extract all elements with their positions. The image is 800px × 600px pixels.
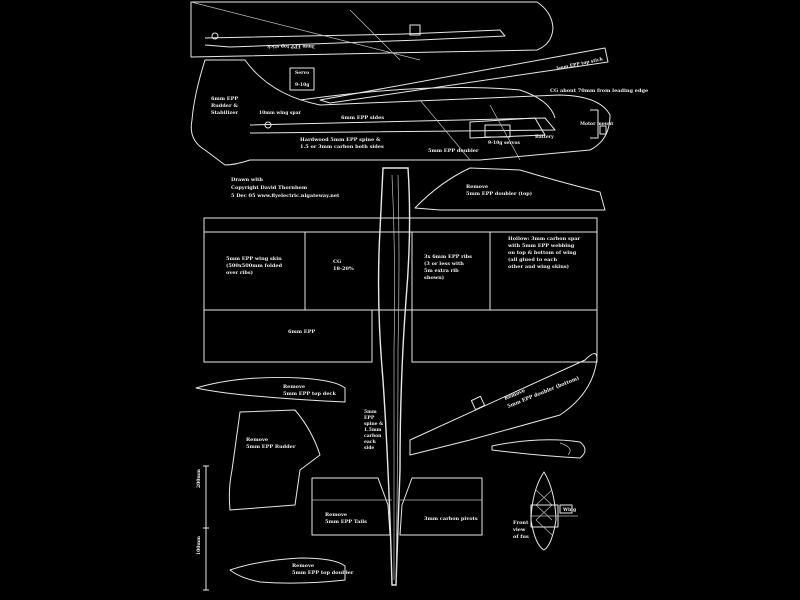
spine-note-6: side — [364, 445, 374, 451]
top-deck-line-2: 5mm EPP top deck — [283, 391, 336, 397]
credit-line-1: Drawn with — [231, 177, 263, 183]
spine-note-1: EPP — [364, 415, 375, 421]
wing-mid-2: (3 or less with — [424, 260, 464, 267]
tail-left-line-2: 5mm EPP Tails — [325, 519, 367, 525]
spine-note: 5mm EPP spine & 1.5mm carbon each side — [364, 409, 383, 451]
bottom-doubler-line-2: 5mm EPP top doubler — [292, 570, 354, 576]
tailplane-right: 3mm carbon pivots — [399, 477, 483, 536]
rudder-label-3: Stabilizer — [211, 110, 238, 116]
spine-note-2: spine & — [364, 421, 383, 427]
servos-label: 9-10g servos — [488, 140, 520, 146]
credit-block: Drawn with Copyright David Thornhem 5 De… — [231, 177, 340, 199]
small-stick-piece — [491, 439, 586, 459]
wing-right-4: (all glued to each — [508, 256, 557, 263]
doubler-top-piece: Remove 5mm EPP doubler (top) — [414, 167, 606, 211]
fuselage-side-view: 6mm EPP Rudder & Stabilizer Servo 9-10g … — [190, 59, 648, 166]
rudder-line-2: 5mm EPP Rudder — [246, 444, 296, 450]
credit-line-2: Copyright David Thornhem — [231, 185, 308, 191]
spine-note-3: 1.5mm — [364, 427, 382, 433]
wing-mid-3: 5m extra rib — [424, 268, 459, 274]
wing-cg-2: 18-20% — [333, 266, 354, 272]
wing-spar-label: 10mm wing spar — [259, 110, 302, 116]
wing-planform: 5mm EPP wing skin (500x500mm folded over… — [203, 217, 598, 363]
wing-bottom-label: 6mm EPP — [288, 329, 315, 335]
spine-note-5: each — [364, 439, 377, 445]
front-view-line-2: view — [512, 527, 526, 533]
hardwood-line-1: Hardwood 5mm EPP spine & — [300, 137, 381, 143]
battery-label: Battery — [535, 134, 554, 140]
scale-bottom-label: 100mm — [196, 536, 202, 555]
wing-left-3: over ribs) — [226, 269, 253, 276]
front-view-line-1: Front — [513, 520, 529, 526]
tailplane-left: Remove 5mm EPP Tails — [311, 477, 392, 536]
motor-mount-label: Motor mount — [580, 121, 614, 127]
wing-left-2: (500x500mm folded — [226, 262, 283, 269]
servo-box-label: Servo — [295, 70, 309, 76]
spine-note-0: 5mm — [364, 409, 377, 415]
rudder-label-2: Rudder & — [211, 103, 238, 109]
doubler-top-line-1: Remove — [466, 184, 488, 190]
front-view: Wing Front view of fus — [512, 471, 578, 551]
wing-tag-label: Wing — [562, 507, 577, 513]
fuselage-spine-top-view: 5mm EPP spine & 1.5mm carbon each side — [364, 167, 411, 586]
hardwood-line-2: 1.5 or 3mm carbon both sides — [300, 144, 384, 150]
wing-right-2: with 5mm EPP webbing — [507, 243, 575, 249]
bottom-doubler-line-1: Remove — [292, 563, 314, 569]
top-deck-line-1: Remove — [283, 384, 305, 390]
spine-note-4: carbon — [364, 433, 382, 439]
doubler-bottom-piece: Remove 5mm EPP doubler (bottom) — [409, 353, 598, 456]
doubler-label: 5mm EPP doubler — [428, 148, 479, 154]
wing-mid-4: shown) — [424, 274, 444, 281]
tail-right-label: 3mm carbon pivots — [424, 516, 478, 522]
rudder-label-1: 6mm EPP — [211, 96, 238, 102]
wing-right-3: on top & bottom of wing — [508, 250, 577, 256]
rudder-line-1: Remove — [246, 437, 268, 443]
doubler-top-line-2: 5mm EPP doubler (top) — [466, 190, 532, 197]
servo-box-sub: 9-10g — [295, 82, 310, 88]
wing-right-5: other and wing skins) — [508, 263, 569, 270]
bottom-doubler-piece: Remove 5mm EPP top doubler — [229, 557, 354, 584]
scale-bar: 200mm 100mm — [196, 465, 209, 591]
fuselage-top-strip: 3mm EPP top stick — [190, 1, 554, 61]
top-strip-label: 3mm EPP top stick — [266, 43, 315, 49]
cg-label: CG about 70mm from leading edge — [550, 88, 648, 94]
wing-right-1: Hollow: 3mm carbon spar — [508, 236, 581, 242]
wing-left-1: 5mm EPP wing skin — [226, 256, 282, 262]
wing-mid-1: 3x 6mm EPP ribs — [424, 254, 472, 260]
side-label: 6mm EPP sides — [341, 115, 384, 121]
rudder-piece: Remove 5mm EPP Rudder — [228, 409, 321, 511]
top-deck-piece: Remove 5mm EPP top deck — [195, 376, 346, 403]
front-view-line-3: of fus — [513, 534, 529, 540]
scale-top-label: 200mm — [196, 469, 202, 488]
wing-cg-1: CG — [333, 259, 341, 265]
credit-line-3: 5 Dec 05 www.flyelectric.nlgateway.net — [231, 193, 340, 199]
tail-left-line-1: Remove — [325, 512, 347, 518]
